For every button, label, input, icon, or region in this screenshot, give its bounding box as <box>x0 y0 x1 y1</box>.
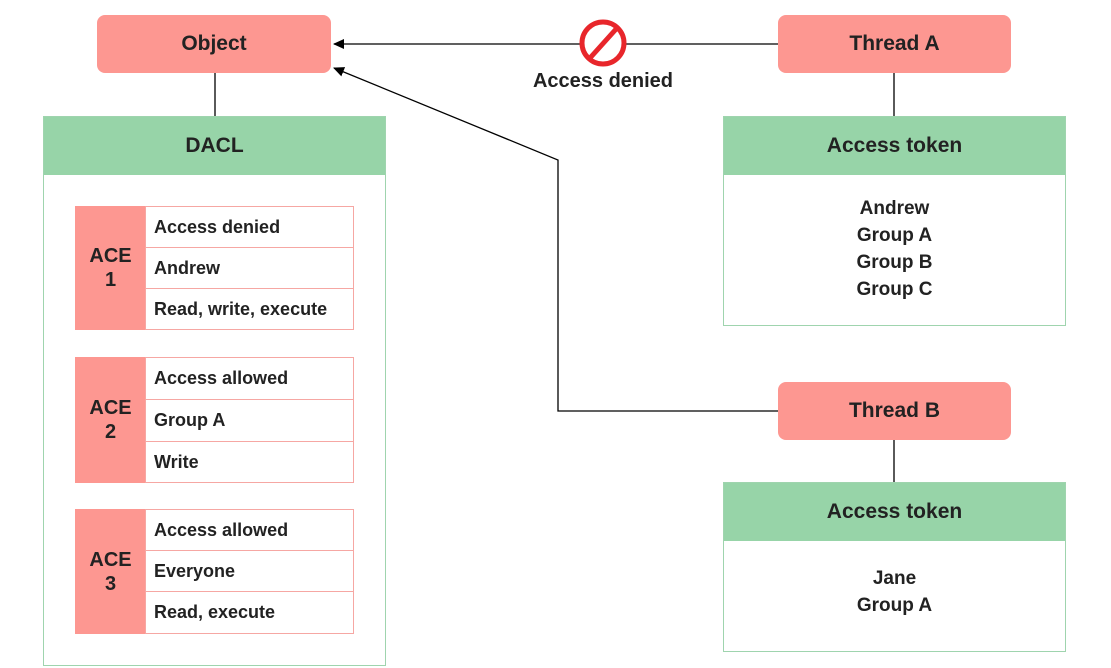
ace-1-type: Access denied <box>145 206 354 248</box>
thread-a-token-entries: Andrew Group A Group B Group C <box>724 195 1065 303</box>
ace-3-number: 3 <box>104 572 117 595</box>
ace-3-rights: Read, execute <box>145 591 354 634</box>
ace-1-name: ACE <box>89 245 132 267</box>
ace-2-number: 2 <box>104 421 117 443</box>
object-label: Object <box>181 32 247 55</box>
thread-a-token-entry: Andrew <box>859 198 930 219</box>
thread-b-token-panel: Access token Jane Group A <box>723 482 1066 652</box>
thread-b-token-entries: Jane Group A <box>724 565 1065 619</box>
thread-a-token-entry: Group A <box>856 225 933 246</box>
dacl-title: DACL <box>44 117 385 175</box>
ace-1-principal: Andrew <box>145 247 354 289</box>
ace-2-name: ACE <box>89 397 132 419</box>
thread-b-arrow <box>333 67 778 412</box>
ace-2-rights: Write <box>145 441 354 483</box>
thread-b-token-title: Access token <box>724 483 1065 541</box>
deny-icon <box>579 19 627 67</box>
ace-3-label: ACE 3 <box>75 509 146 634</box>
thread-a-token-title: Access token <box>724 117 1065 175</box>
ace-3-name: ACE <box>89 548 132 571</box>
ace-3-principal: Everyone <box>145 550 354 592</box>
thread-b-label: Thread B <box>848 399 940 422</box>
object-node: Object <box>97 15 331 73</box>
ace-2-label: ACE 2 <box>75 357 146 483</box>
thread-b-node: Thread B <box>778 382 1011 440</box>
thread-b-token-entry: Group A <box>856 595 933 616</box>
ace-1-rights: Read, write, execute <box>145 288 354 330</box>
thread-a-token-entry: Group B <box>856 252 933 273</box>
thread-b-token-entry: Jane <box>872 568 917 589</box>
thread-a-token-panel: Access token Andrew Group A Group B Grou… <box>723 116 1066 326</box>
ace-2-principal: Group A <box>145 399 354 442</box>
thread-a-node: Thread A <box>778 15 1011 73</box>
thread-a-token-entry: Group C <box>856 279 933 300</box>
ace-2-type: Access allowed <box>145 357 354 400</box>
ace-1-label: ACE 1 <box>75 206 146 330</box>
ace-1-number: 1 <box>104 269 117 291</box>
ace-3-type: Access allowed <box>145 509 354 551</box>
access-denied-label: Access denied <box>532 70 674 92</box>
thread-a-label: Thread A <box>849 32 940 55</box>
